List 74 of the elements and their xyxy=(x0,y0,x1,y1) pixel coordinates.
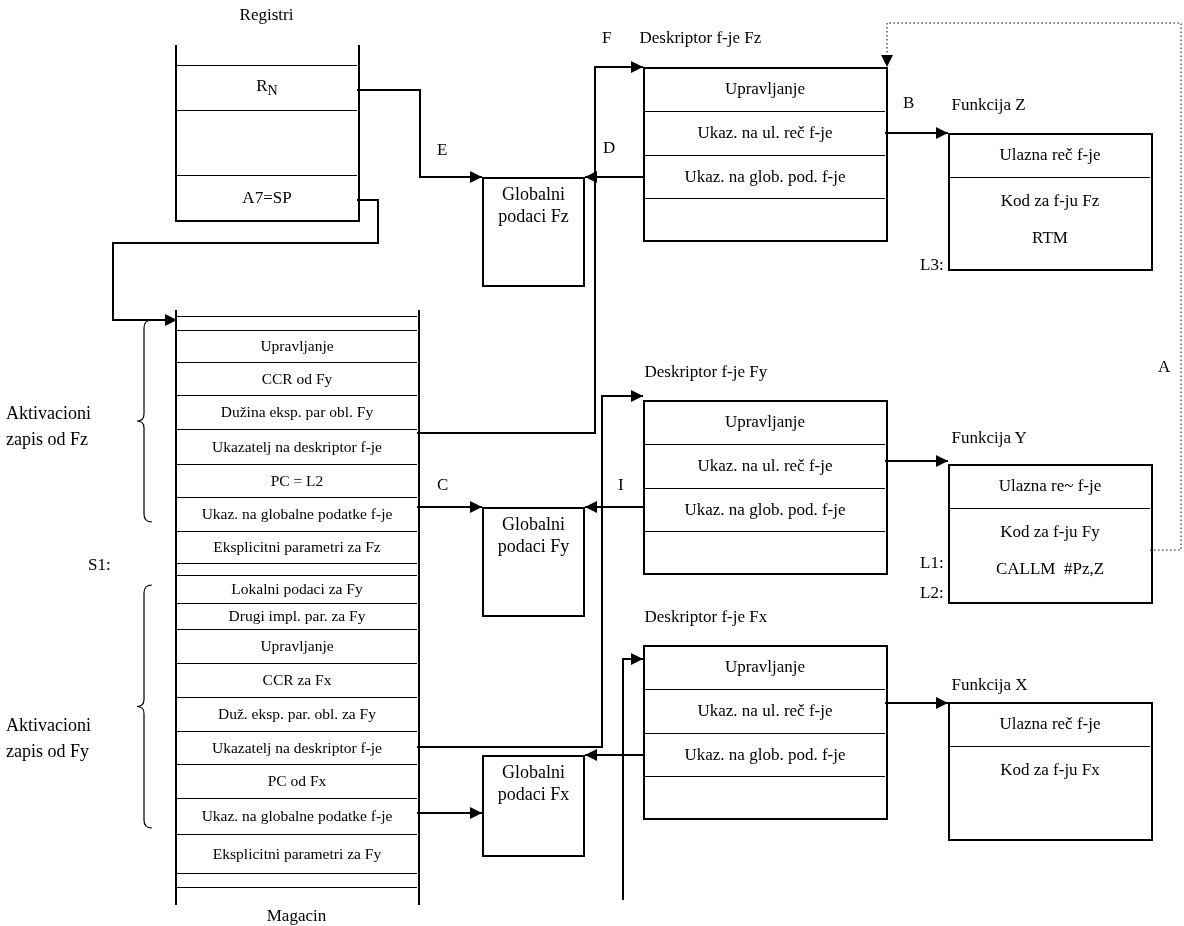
code-text: CALLM #Pz,Z xyxy=(995,557,1105,580)
memory-row: Duž. eksp. par. obl. za Fy xyxy=(177,696,417,731)
memory-row: Ukaz. na ul. reč f-je xyxy=(645,688,885,733)
memory-row: Upravljanje xyxy=(177,329,417,362)
memory-row: Kod za f-ju Fx xyxy=(950,745,1150,841)
address-label: L3: xyxy=(920,255,944,275)
memory-row: Upravljanje xyxy=(645,399,885,444)
edge-label: A xyxy=(1158,357,1171,377)
table-heading: Funkcija Z xyxy=(951,94,1026,115)
empty-row xyxy=(177,872,417,888)
table-heading: Registri xyxy=(238,5,295,25)
memory-row: Eksplicitni parametri za Fz xyxy=(177,530,417,563)
arrow xyxy=(356,89,483,183)
memory-row: Ukaz. na glob. pod. f-je xyxy=(645,487,885,531)
arrow xyxy=(884,697,949,709)
memory-row: Ukaz. na glob. pod. f-je xyxy=(645,154,885,198)
memory-row: Ukaz. na glob. pod. f-je xyxy=(645,732,885,776)
address-label: L1: xyxy=(920,553,944,573)
edge-label: D xyxy=(603,138,616,158)
edge-label: I xyxy=(618,475,624,495)
brace-label: Aktivacioni zapis od Fz xyxy=(6,402,92,451)
memory-row: Upravljanje xyxy=(645,644,885,689)
memory-row: Ukaz. na globalne podatke f-je xyxy=(177,496,417,531)
memory-row: CCR za Fx xyxy=(177,662,417,697)
memory-row: Ukazatelj na deskriptor f-je xyxy=(177,730,417,764)
memory-row: Drugi impl. par. za Fy xyxy=(177,602,417,629)
memory-row: Dužina eksp. par obl. Fy xyxy=(177,394,417,429)
memory-row: A7=SP xyxy=(177,174,357,220)
brace-label: Aktivacioni zapis od Fy xyxy=(6,714,92,763)
arrow xyxy=(584,749,646,761)
data-box: Globalni podaci Fy xyxy=(482,507,585,617)
edge-label: B xyxy=(903,93,915,113)
data-box: Globalni podaci Fx xyxy=(482,755,585,857)
table-heading: Magacin xyxy=(265,906,328,926)
address-label: L2: xyxy=(920,583,944,603)
memory-row: Upravljanje xyxy=(177,628,417,663)
memory-row: Ukaz. na ul. reč f-je xyxy=(645,443,885,488)
edge-label: E xyxy=(437,140,448,160)
table-heading: Deskriptor f-je Fy xyxy=(644,361,768,382)
table-heading: Funkcija Y xyxy=(951,427,1027,448)
arrow xyxy=(416,501,483,513)
arrow xyxy=(584,501,646,513)
memory-row: Ulazna reč f-je xyxy=(950,132,1150,177)
memory-row: Ukazatelj na deskriptor f-je xyxy=(177,428,417,464)
code-text: Kod za f-ju Fy xyxy=(1000,520,1100,543)
memory-row: Eksplicitni parametri za Fy xyxy=(177,833,417,873)
table-heading: Funkcija X xyxy=(951,674,1028,695)
memory-row: Ulazna reč f-je xyxy=(950,701,1150,746)
code-text: RTM xyxy=(1032,226,1068,249)
table-heading: Deskriptor f-je Fz xyxy=(639,27,762,48)
arrow xyxy=(416,61,644,434)
address-label: S1: xyxy=(88,555,111,575)
arrow xyxy=(584,171,646,183)
memory-row: CCR od Fy xyxy=(177,361,417,395)
memory-row: Lokalni podaci za Fy xyxy=(177,574,417,603)
data-box: Globalni podaci Fz xyxy=(482,177,585,287)
memory-row: Ukaz. na globalne podatke f-je xyxy=(177,797,417,834)
arrow xyxy=(884,455,949,467)
memory-row: PC = L2 xyxy=(177,463,417,497)
arrow xyxy=(416,807,483,819)
arrow xyxy=(622,653,644,901)
table-heading: Deskriptor f-je Fx xyxy=(644,606,768,627)
memory-row: PC od Fx xyxy=(177,763,417,798)
memory-row: Ulazna re~ f-je xyxy=(950,463,1150,508)
edge-label: C xyxy=(437,475,449,495)
code-text: Kod za f-ju Fz xyxy=(1000,189,1100,212)
arrow xyxy=(112,199,379,326)
arrow xyxy=(416,390,644,748)
edge-label: F xyxy=(602,28,612,48)
arrow xyxy=(884,127,949,139)
dotted-arrow xyxy=(881,22,1182,551)
memory-row: Ukaz. na ul. reč f-je xyxy=(645,110,885,155)
memory-row: R$_{N}$ xyxy=(177,64,357,110)
memory-row: Upravljanje xyxy=(645,66,885,111)
